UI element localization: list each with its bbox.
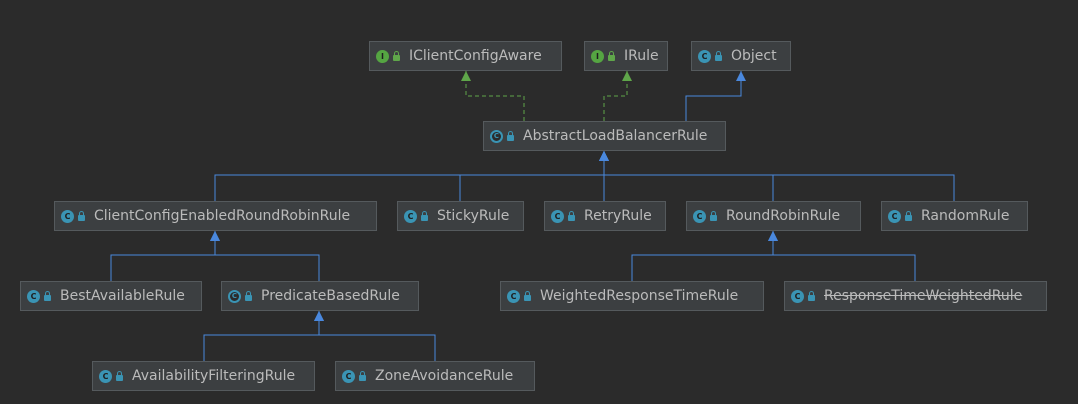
edge-extends-availability-filtering-rule-to-predicate-based-rule (203, 311, 324, 361)
class-icon: C (61, 209, 74, 223)
class-name-label: AbstractLoadBalancerRule (523, 128, 708, 144)
class-name-label: StickyRule (437, 208, 510, 224)
class-icon: C (791, 289, 804, 303)
public-access-icon (608, 51, 615, 61)
class-name-label: Object (731, 48, 777, 64)
abstract-class-icon: C (490, 129, 503, 143)
public-access-icon (44, 291, 51, 301)
edge-implements-abstract-load-balancer-rule-to-irule (603, 71, 632, 121)
public-access-icon (359, 371, 366, 381)
public-access-icon (905, 211, 912, 221)
public-access-icon (710, 211, 717, 221)
class-node-response-time-weighted-rule[interactable]: C ResponseTimeWeightedRule (784, 281, 1047, 311)
class-icon: C (693, 209, 706, 223)
class-node-availability-filtering-rule[interactable]: C AvailabilityFilteringRule (92, 361, 315, 391)
edge-extends-predicate-based-rule-to-client-config-enabled-round-robin-rule (210, 231, 320, 281)
edge-extends-client-config-enabled-round-robin-rule-to-abstract-load-balancer-rule (214, 151, 609, 201)
abstract-class-icon: C (228, 289, 241, 303)
class-node-iclient-config-aware[interactable]: I IClientConfigAware (369, 41, 562, 71)
class-node-object[interactable]: C Object (691, 41, 791, 71)
class-node-best-available-rule[interactable]: C BestAvailableRule (20, 281, 202, 311)
class-node-zone-avoidance-rule[interactable]: C ZoneAvoidanceRule (335, 361, 535, 391)
class-node-irule[interactable]: I IRule (584, 41, 668, 71)
public-access-icon (116, 371, 123, 381)
edge-extends-random-rule-to-abstract-load-balancer-rule (599, 151, 955, 201)
edge-extends-round-robin-rule-to-abstract-load-balancer-rule (599, 151, 774, 201)
class-icon: C (888, 209, 901, 223)
public-access-icon (715, 51, 722, 61)
class-icon: C (99, 369, 112, 383)
class-name-label: BestAvailableRule (60, 288, 185, 304)
public-access-icon (507, 131, 514, 141)
class-icon: C (698, 49, 711, 63)
class-icon: C (551, 209, 564, 223)
class-name-label: RandomRule (921, 208, 1010, 224)
class-icon: C (342, 369, 355, 383)
edge-extends-zone-avoidance-rule-to-predicate-based-rule (314, 311, 436, 361)
public-access-icon (421, 211, 428, 221)
interface-icon: I (591, 49, 604, 63)
class-node-client-config-enabled-round-robin-rule[interactable]: C ClientConfigEnabledRoundRobinRule (54, 201, 377, 231)
class-icon: C (507, 289, 520, 303)
class-name-label: PredicateBasedRule (261, 288, 400, 304)
edge-extends-sticky-rule-to-abstract-load-balancer-rule (459, 151, 609, 201)
edge-implements-abstract-load-balancer-rule-to-iclient-config-aware (461, 71, 525, 121)
class-node-round-robin-rule[interactable]: C RoundRobinRule (686, 201, 861, 231)
class-icon: C (404, 209, 417, 223)
class-node-sticky-rule[interactable]: C StickyRule (397, 201, 524, 231)
class-name-label: RetryRule (584, 208, 652, 224)
class-node-abstract-load-balancer-rule[interactable]: C AbstractLoadBalancerRule (483, 121, 726, 151)
public-access-icon (524, 291, 531, 301)
public-access-icon (393, 51, 400, 61)
edge-extends-best-available-rule-to-client-config-enabled-round-robin-rule (110, 231, 220, 281)
edge-extends-weighted-response-time-rule-to-round-robin-rule (631, 231, 778, 281)
class-name-label: ZoneAvoidanceRule (375, 368, 514, 384)
public-access-icon (568, 211, 575, 221)
edge-extends-abstract-load-balancer-rule-to-object (685, 71, 746, 121)
edge-extends-response-time-weighted-rule-to-round-robin-rule (768, 231, 916, 281)
class-name-label: WeightedResponseTimeRule (540, 288, 739, 304)
public-access-icon (245, 291, 252, 301)
class-node-predicate-based-rule[interactable]: C PredicateBasedRule (221, 281, 419, 311)
public-access-icon (78, 211, 85, 221)
class-node-random-rule[interactable]: C RandomRule (881, 201, 1028, 231)
class-node-retry-rule[interactable]: C RetryRule (544, 201, 666, 231)
class-name-label: ClientConfigEnabledRoundRobinRule (94, 208, 351, 224)
class-icon: C (27, 289, 40, 303)
interface-icon: I (376, 49, 389, 63)
class-name-label: AvailabilityFilteringRule (132, 368, 296, 384)
class-name-label: IClientConfigAware (409, 48, 542, 64)
class-name-label: RoundRobinRule (726, 208, 841, 224)
class-name-label: IRule (624, 48, 659, 64)
class-name-label: ResponseTimeWeightedRule (824, 288, 1023, 304)
public-access-icon (808, 291, 815, 301)
class-node-weighted-response-time-rule[interactable]: C WeightedResponseTimeRule (500, 281, 764, 311)
